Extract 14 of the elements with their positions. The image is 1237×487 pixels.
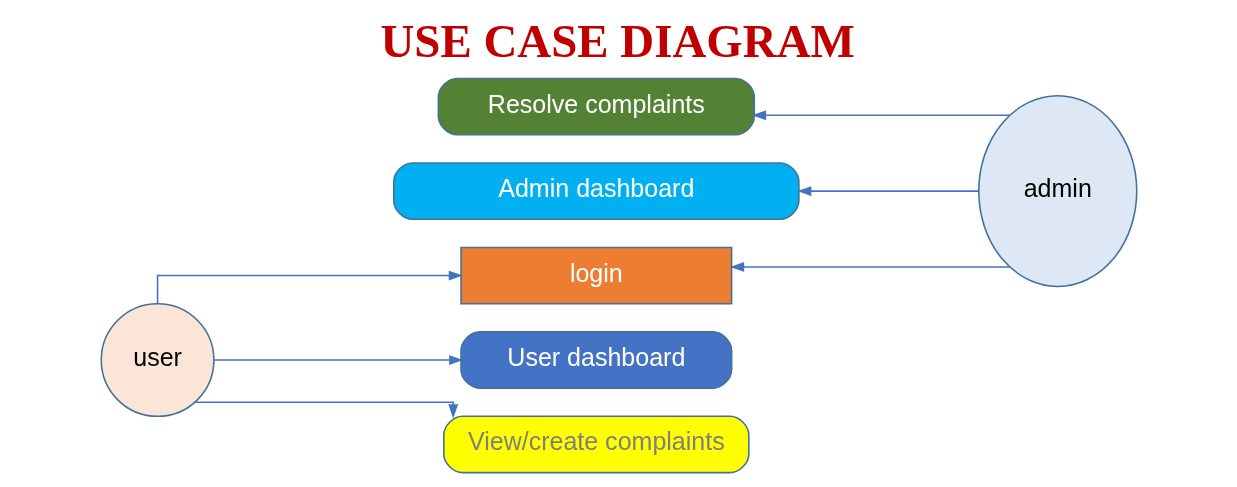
arrow (796, 186, 979, 197)
node-circle: user (100, 302, 215, 418)
arrow (729, 262, 1011, 272)
arrow (193, 401, 458, 419)
diagram-title: USE CASE DIAGRAM (379, 14, 855, 67)
arrow (751, 110, 1010, 121)
node-box: View/create complaints (442, 415, 750, 474)
arrow (156, 270, 463, 305)
node-ellipse: admin (977, 94, 1137, 288)
node-box: Resolve complaints (437, 77, 755, 136)
node-box: Admin dashboard (392, 162, 800, 221)
arrow (212, 355, 463, 365)
node-box: User dashboard (459, 331, 732, 389)
node-box: login (459, 246, 732, 305)
